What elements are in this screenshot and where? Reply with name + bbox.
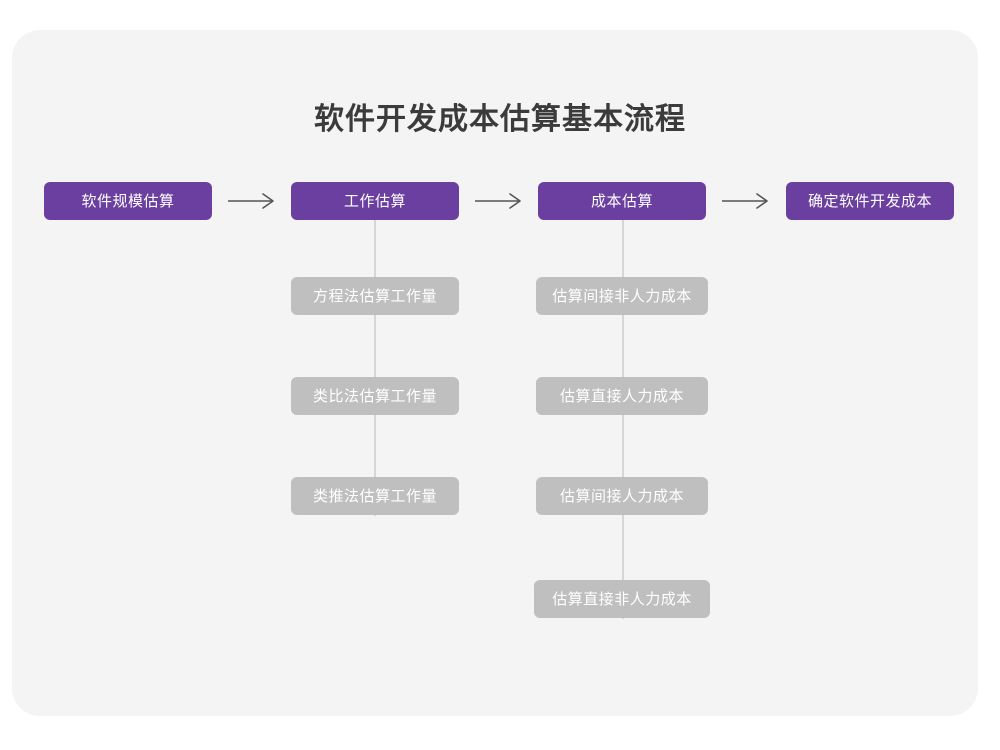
- node-direct-labor-cost[interactable]: 估算直接人力成本: [536, 377, 708, 415]
- node-label: 估算直接人力成本: [559, 387, 684, 405]
- arrow-1-icon: [227, 190, 279, 212]
- node-determine-development-cost[interactable]: 确定软件开发成本: [786, 182, 954, 220]
- arrow-3-icon: [721, 190, 773, 212]
- node-label: 类推法估算工作量: [312, 487, 437, 505]
- arrow-2-icon: [474, 190, 526, 212]
- node-cost-estimation[interactable]: 成本估算: [538, 182, 706, 220]
- node-label: 成本估算: [590, 192, 653, 210]
- node-label: 估算直接非人力成本: [552, 590, 692, 608]
- node-analogy-method-effort[interactable]: 类比法估算工作量: [291, 377, 459, 415]
- connector-effort-trunk: [374, 216, 376, 516]
- node-direct-nonlabor-cost[interactable]: 估算直接非人力成本: [534, 580, 710, 618]
- node-indirect-labor-cost[interactable]: 估算间接人力成本: [536, 477, 708, 515]
- node-label: 类比法估算工作量: [312, 387, 437, 405]
- node-label: 估算间接人力成本: [559, 487, 684, 505]
- node-equation-method-effort[interactable]: 方程法估算工作量: [291, 277, 459, 315]
- node-label: 方程法估算工作量: [312, 287, 437, 305]
- node-inference-method-effort[interactable]: 类推法估算工作量: [291, 477, 459, 515]
- diagram-title: 软件开发成本估算基本流程: [314, 103, 686, 136]
- node-effort-estimation[interactable]: 工作估算: [291, 182, 459, 220]
- node-label: 确定软件开发成本: [807, 192, 932, 210]
- node-label: 工作估算: [343, 192, 406, 210]
- node-indirect-nonlabor-cost[interactable]: 估算间接非人力成本: [536, 277, 708, 315]
- node-software-size-estimation[interactable]: 软件规模估算: [44, 182, 212, 220]
- diagram-card: [12, 30, 978, 716]
- node-label: 软件规模估算: [81, 192, 175, 210]
- connector-cost-trunk: [622, 216, 624, 619]
- node-label: 估算间接非人力成本: [552, 287, 692, 305]
